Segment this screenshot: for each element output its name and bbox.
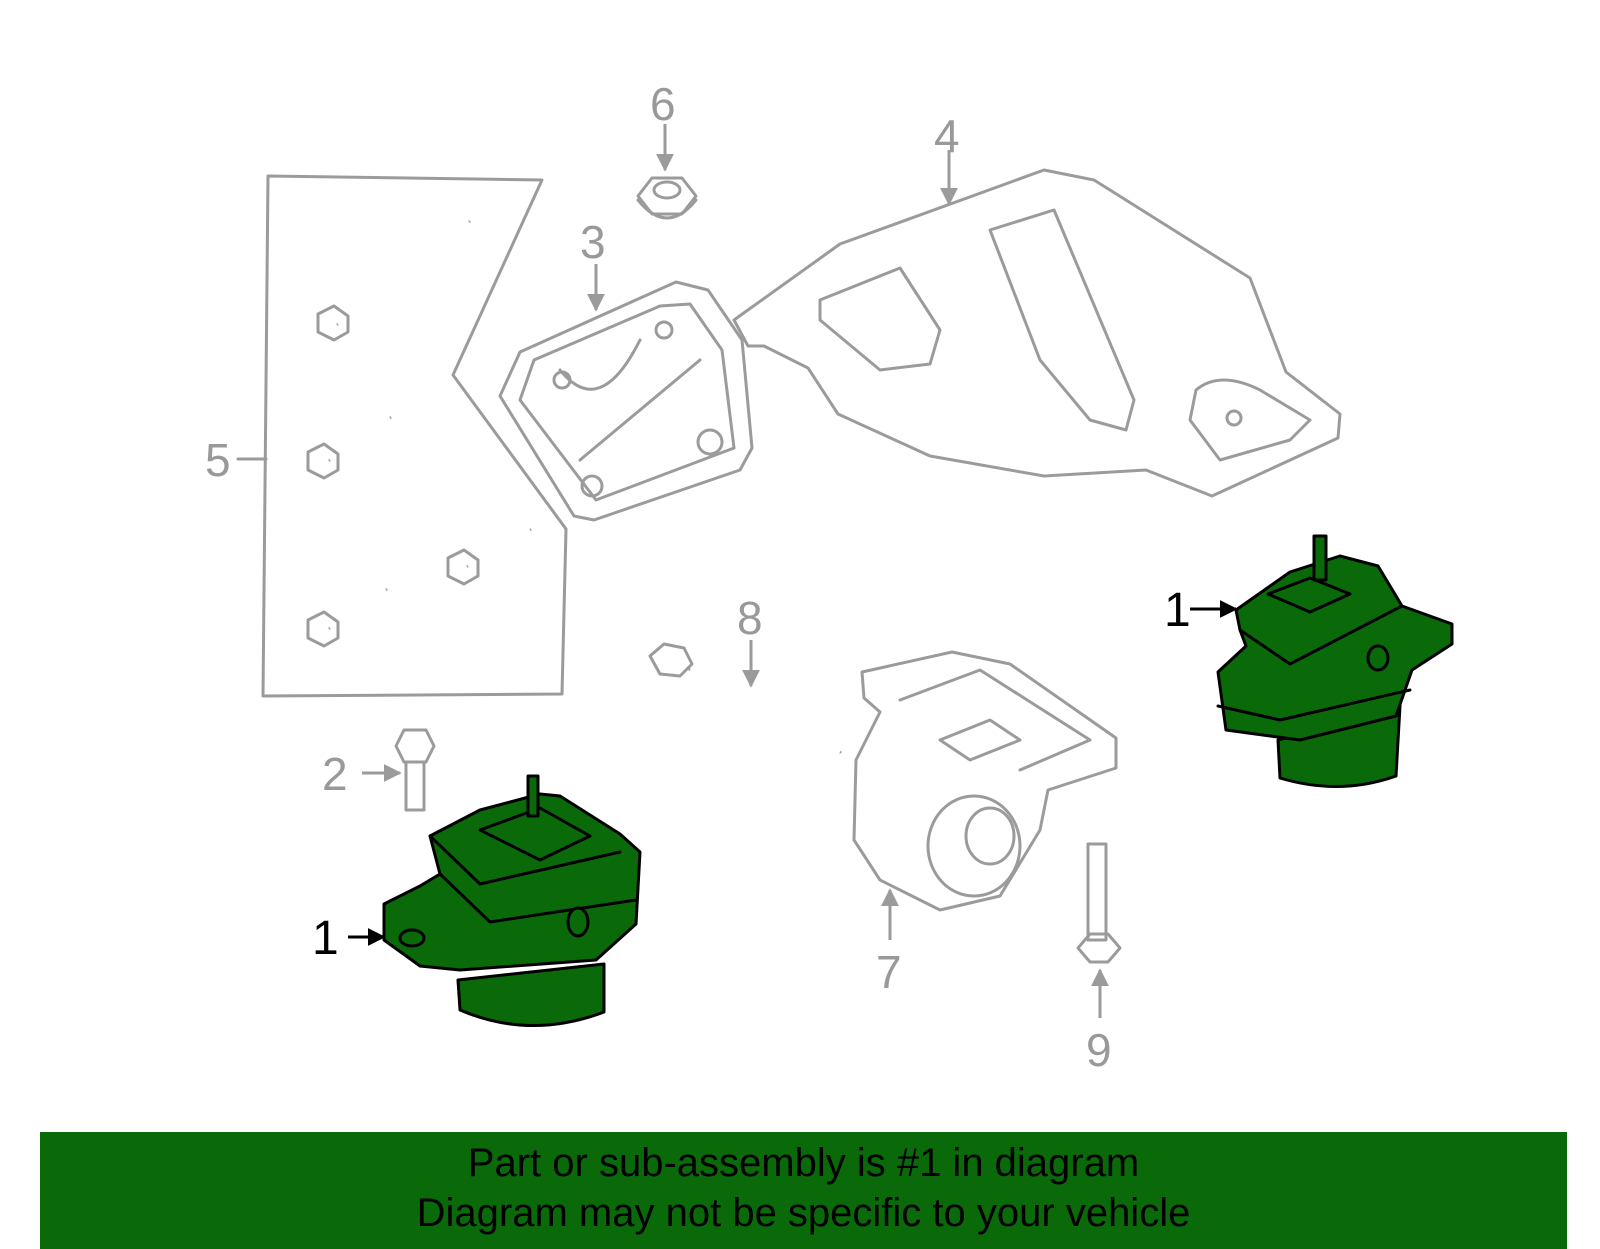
part-7-mount-bracket[interactable]: 7	[852, 650, 1118, 998]
banner-line-1: Part or sub-assembly is #1 in diagram	[467, 1141, 1140, 1185]
callout-1-left: 1	[312, 912, 339, 965]
part-8-long-bolt[interactable]: 8	[648, 592, 844, 759]
part-1-engine-mount-right[interactable]: 1	[1164, 534, 1454, 789]
part-3-bracket[interactable]: 3	[498, 216, 754, 522]
part-5-bolt-kit[interactable]: 5	[205, 174, 568, 698]
bolt-icon	[306, 413, 393, 480]
banner-line-2: Diagram may not be specific to your vehi…	[416, 1191, 1191, 1235]
info-banner: Part or sub-assembly is #1 in diagram Di…	[40, 1132, 1567, 1249]
callout-4: 4	[934, 110, 960, 162]
part-4-crossmember[interactable]: 4	[732, 110, 1342, 498]
callout-9: 9	[1086, 1024, 1112, 1076]
part-6-nut[interactable]: 6	[636, 78, 698, 220]
callout-5: 5	[205, 434, 231, 486]
callout-7: 7	[876, 946, 902, 998]
part-1-engine-mount-left[interactable]: 1	[312, 774, 642, 1027]
callout-8: 8	[737, 592, 763, 644]
callout-6: 6	[650, 78, 676, 130]
callout-2: 2	[322, 748, 348, 800]
callout-3: 3	[580, 216, 606, 268]
bolt-icon	[446, 525, 533, 586]
bolt-icon	[316, 218, 473, 342]
callout-1-right: 1	[1164, 584, 1191, 637]
part-2-bolt[interactable]: 2	[322, 728, 436, 812]
part-9-bolt[interactable]: 9	[1076, 842, 1122, 1076]
bolt-icon	[306, 585, 389, 648]
